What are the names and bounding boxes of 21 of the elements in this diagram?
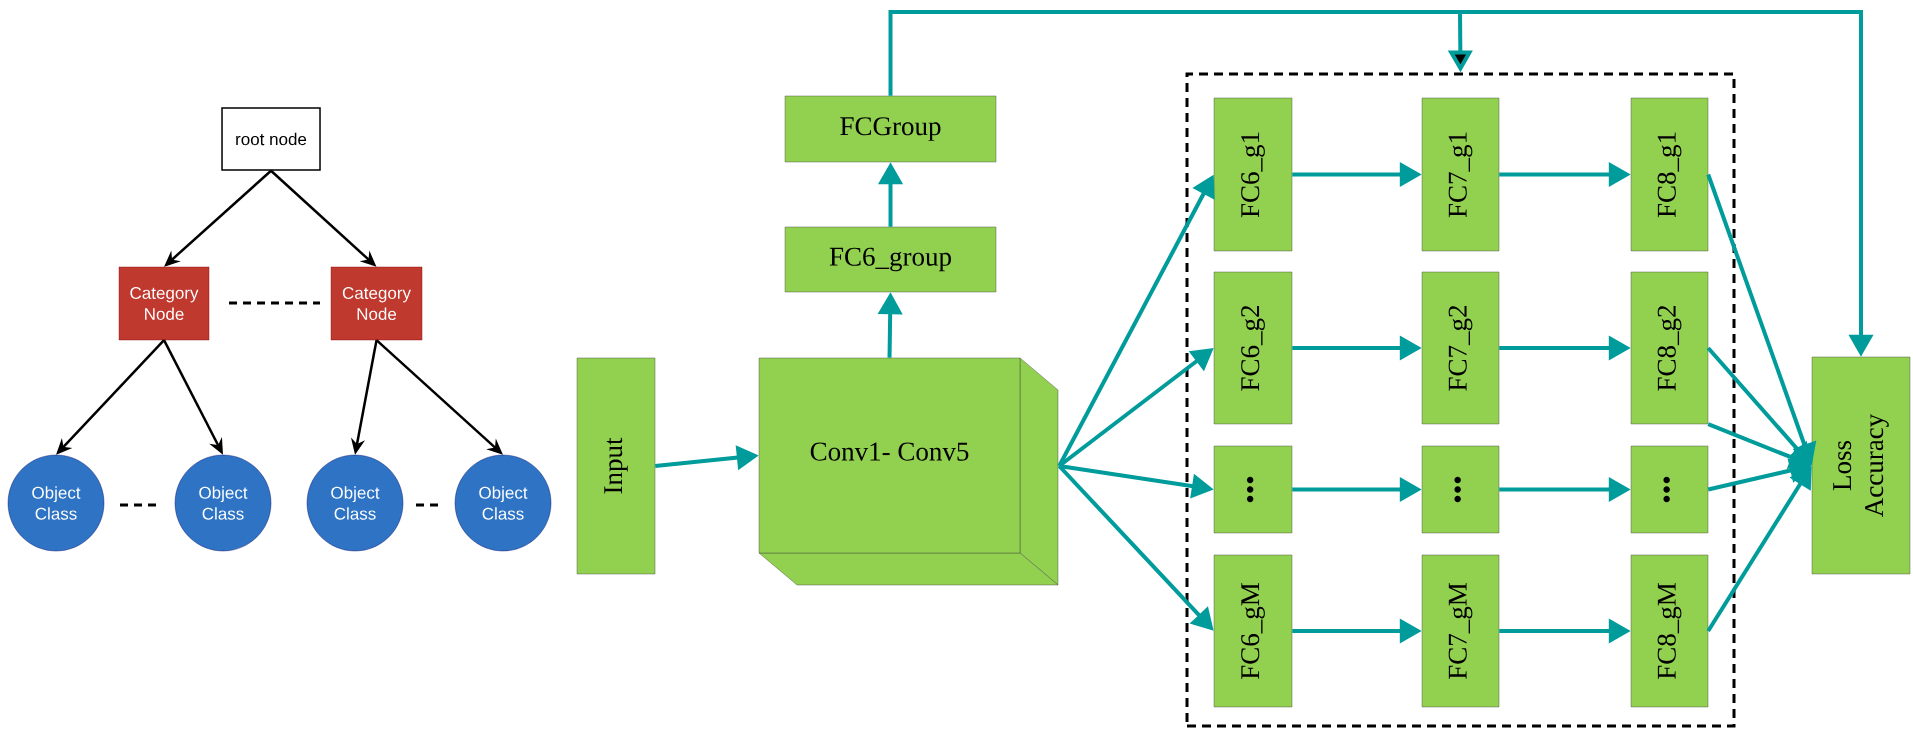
layer-box: •••: [1421, 445, 1500, 534]
root-box: root node: [221, 107, 321, 171]
layer-box: FC6_group: [784, 226, 997, 293]
layer-box: FC7_g1: [1421, 97, 1500, 252]
category-box: Category Node: [118, 266, 210, 341]
conv-block: Conv1- Conv5: [758, 357, 1059, 586]
layer-box: FC6_g2: [1213, 271, 1293, 425]
layer-box: FC8_g1: [1630, 97, 1709, 252]
layer-box: FC8_g2: [1630, 271, 1709, 425]
layer-box: Input: [576, 357, 656, 575]
layer-box: •••: [1630, 445, 1709, 534]
layer-box: FC7_gM: [1421, 554, 1500, 708]
dashed-frame: [1185, 72, 1736, 728]
layer-box: FCGroup: [784, 95, 997, 163]
layer-box: FC7_g2: [1421, 271, 1500, 425]
layer-box: •••: [1213, 445, 1293, 534]
layer-box: FC6_g1: [1213, 97, 1293, 252]
layer-box: FC6_gM: [1213, 554, 1293, 708]
loss-box: Loss Accuracy: [1811, 356, 1911, 575]
layer-box: FC8_gM: [1630, 554, 1709, 708]
category-box: Category Node: [330, 266, 423, 341]
